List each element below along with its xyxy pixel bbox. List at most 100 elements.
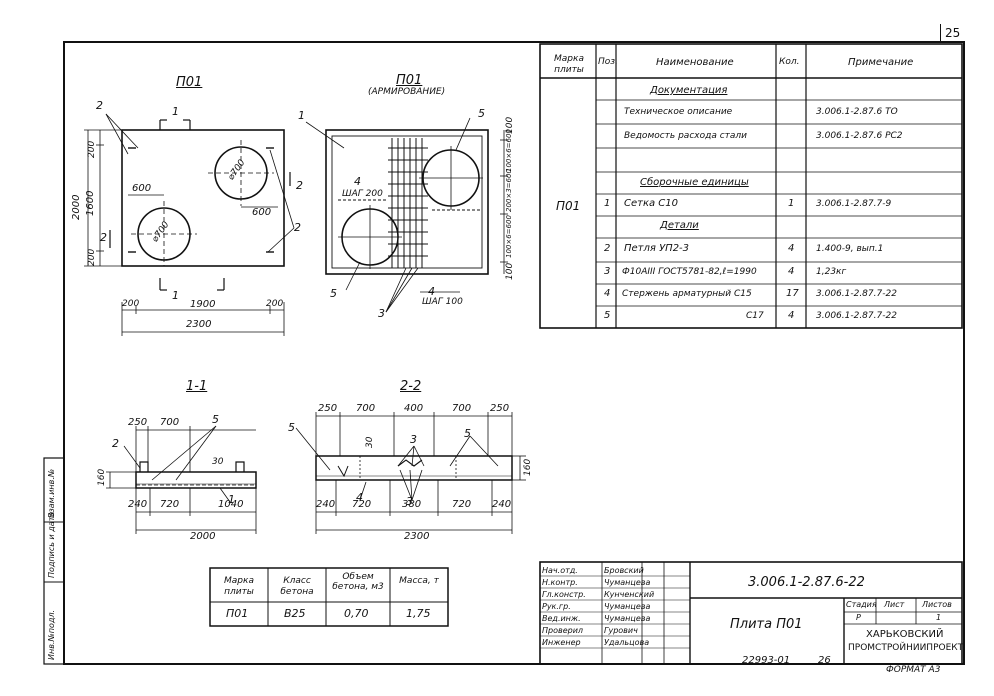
spec-row-1-name: Техническое описание: [624, 107, 733, 117]
plan-cut-2-left: 2: [100, 231, 107, 244]
sheet-format: ФОРМАТ А3: [886, 665, 941, 675]
tb-name-0: Бровский: [604, 566, 644, 575]
spec-mark: П01: [556, 199, 581, 213]
archive-page: 26: [818, 655, 831, 666]
plan-inner-width: 1900: [190, 299, 216, 310]
spec-row-4-name: Сборочные единицы: [640, 177, 749, 188]
concrete-header-mark: Марка плиты: [224, 576, 254, 597]
plan-view: [84, 113, 295, 336]
plan-callout-2-top: 2: [96, 99, 103, 112]
reinf-subtitle: (АРМИРОВАНИЕ): [368, 87, 446, 97]
spec-row-5-name: Сетка С10: [624, 198, 679, 209]
reinf-callout-1: 1: [298, 109, 305, 122]
spec-row-10-qty: 4: [788, 310, 795, 321]
sec11-dim-b: 700: [160, 417, 180, 428]
reinf-callout-5-bottom: 5: [330, 287, 337, 300]
spec-header-note: Примечание: [848, 57, 914, 68]
section-22-title: 2-2: [400, 379, 422, 394]
spec-row-7-qty: 4: [788, 243, 795, 254]
sec22-height: 160: [523, 458, 533, 476]
spec-row-9-note: 3.006.1-2.87.7-22: [816, 289, 897, 299]
spec-row-10-note: 3.006.1-2.87.7-22: [816, 311, 897, 321]
spec-row-5-qty: 1: [788, 198, 795, 209]
stage-value: Р: [856, 613, 861, 622]
org-line-2: ПРОМСТРОЙНИИПРОЕКТ: [848, 643, 964, 653]
plan-cut-1-top: 1: [172, 105, 179, 118]
reinf-callout-4-top: 4: [354, 175, 361, 188]
concrete-cell-mark: П01: [226, 607, 249, 620]
sec22-dim-d: 700: [452, 403, 472, 414]
plan-cut-1-bottom: 1: [172, 289, 179, 302]
sec22-callout-4: 4: [356, 491, 363, 504]
reinf-right-bottom: 100: [505, 262, 515, 280]
plan-height-total: 2000: [71, 194, 82, 220]
side-label-0: Инв.№подл.: [47, 609, 56, 660]
plan-total-width: 2300: [186, 319, 212, 330]
sec11-dim-a: 250: [128, 417, 148, 428]
sec22-callout-5-left: 5: [288, 421, 295, 434]
spec-row-8-name: Ф10АIII ГОСТ5781-82,ℓ=1990: [622, 267, 757, 277]
spec-row-9-name: Стержень арматурный С15: [622, 289, 752, 299]
reinf-step-200: ШАГ 200: [342, 189, 383, 199]
sec11-height: 160: [97, 468, 107, 486]
concrete-header-class: Класс бетона: [280, 576, 314, 597]
sec22-dim-e: 250: [490, 403, 510, 414]
reinf-right-b: 200×3=600: [505, 169, 513, 212]
reinforcement-view: [305, 117, 508, 313]
concrete-header-mass: Масса, т: [399, 576, 439, 586]
tb-role-1: Н.контр.: [542, 578, 578, 587]
tb-name-2: Кунченский: [604, 590, 655, 599]
spec-row-9-pos: 4: [604, 288, 611, 299]
reinf-callout-5-top: 5: [478, 107, 485, 120]
title-block-grid: [539, 561, 963, 665]
reinf-callout-3: 3: [378, 307, 385, 320]
tb-name-1: Чуманцева: [604, 578, 651, 587]
tb-role-2: Гл.констр.: [542, 590, 586, 599]
sec22-total: 2300: [404, 531, 430, 542]
spec-row-8-pos: 3: [604, 266, 611, 277]
plan-edge-right: 200: [266, 299, 284, 309]
sec11-dim-d: 720: [160, 499, 180, 510]
sec11-dim-c: 240: [128, 499, 148, 510]
plan-hole-offset-a: 600: [132, 183, 152, 194]
plan-edge-top: 200: [87, 140, 97, 158]
side-label-1: Подпись и дата: [47, 511, 56, 578]
plan-edge-bottom: 200: [87, 248, 97, 266]
spec-row-5-note: 3.006.1-2.87.7-9: [816, 199, 892, 209]
spec-row-2-name: Ведомость расхода стали: [624, 131, 748, 141]
spec-row-2-note: 3.006.1-2.87.6 РС2: [816, 131, 903, 141]
stage-label: Стадия: [846, 600, 877, 609]
sheets-label: Листов: [922, 600, 952, 609]
spec-row-0-name: Документация: [650, 85, 728, 96]
page-number: 25: [945, 26, 961, 40]
reinf-right-c: 100×6=600: [505, 215, 513, 258]
concrete-cell-class: В25: [284, 607, 306, 620]
sec11-30: 30: [212, 457, 224, 467]
spec-header-mark: Марка плиты: [554, 54, 584, 75]
sheets-value: 1: [936, 613, 942, 622]
tb-role-5: Проверил: [542, 626, 584, 635]
spec-row-8-note: 1,23кг: [816, 267, 847, 277]
sec22-dim-b: 700: [356, 403, 376, 414]
reinf-title: П01: [396, 73, 423, 88]
spec-row-1-note: 3.006.1-2.87.6 ТО: [816, 107, 898, 117]
plan-height-inner: 1600: [85, 190, 96, 216]
spec-row-6-name: Детали: [660, 220, 699, 231]
sec22-dim-f: 240: [316, 499, 336, 510]
sec11-total: 2000: [190, 531, 216, 542]
section-1-1: [106, 425, 257, 534]
spec-row-8-qty: 4: [788, 266, 795, 277]
doc-code: 3.006.1-2.87.6-22: [748, 575, 865, 590]
sheet-label: Лист: [884, 600, 905, 609]
spec-row-9-qty: 17: [786, 288, 799, 299]
sec22-callout-5-right: 5: [464, 427, 471, 440]
spec-row-5-pos: 1: [604, 198, 611, 209]
sec22-dim-j: 240: [492, 499, 512, 510]
spec-row-7-name: Петля УП2-3: [624, 243, 690, 254]
sec22-dim-c: 400: [404, 403, 424, 414]
sec22-dim-h: 380: [402, 499, 422, 510]
sec11-dim-e: 1040: [218, 499, 244, 510]
section-11-title: 1-1: [186, 379, 208, 394]
sec22-dim-i: 720: [452, 499, 472, 510]
